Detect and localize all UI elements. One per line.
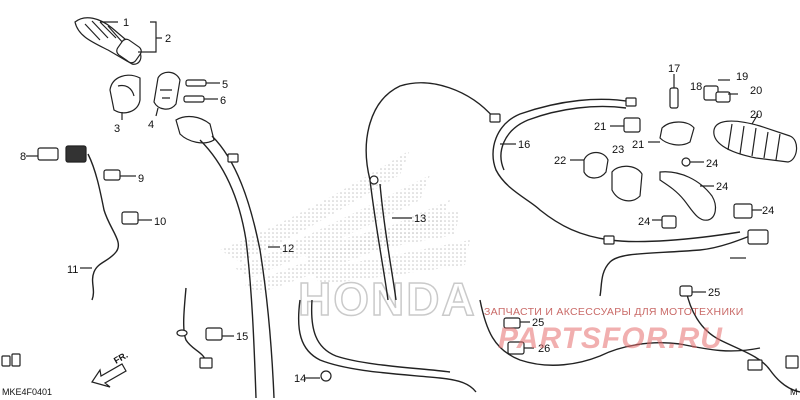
throttle-grip xyxy=(74,17,162,65)
throttle-housing xyxy=(109,74,141,120)
callout-3: 13 xyxy=(414,213,426,225)
callout-8: 16 xyxy=(518,139,530,151)
diagram-code: MKE4F0401 xyxy=(2,387,52,397)
callout-6: 11 xyxy=(67,264,78,276)
housing-cover xyxy=(153,71,220,117)
callout-20a: 19 xyxy=(736,71,748,83)
callout-5: 8 xyxy=(20,151,26,163)
honda-wing-watermark xyxy=(220,150,470,293)
callout-1: 14 xyxy=(294,373,306,385)
callout-23: 24 xyxy=(706,158,718,170)
callout-2: 12 xyxy=(282,243,294,255)
callout-24c: 24 xyxy=(638,216,650,228)
callout-11: 20 xyxy=(750,109,762,121)
callout-12: 4 xyxy=(148,119,154,131)
callout-14: 21 xyxy=(632,139,644,151)
callout-24d: 24 xyxy=(762,205,774,217)
throttle-cables xyxy=(175,115,280,399)
front-direction-arrow: FR. xyxy=(91,350,130,388)
callout-labels: 1 2 3 4 5 6 8 9 10 11 12 13 14 15 16 17 … xyxy=(20,17,774,385)
honda-watermark-text: HONDA xyxy=(298,273,477,325)
part-8-cable xyxy=(492,97,741,245)
callout-9: 2 xyxy=(165,33,171,45)
callout-15: 18 xyxy=(690,81,702,93)
right-cable-harness xyxy=(479,229,800,393)
callout-19: 21 xyxy=(594,121,606,133)
connector-bottom-left xyxy=(1,353,21,367)
callout-20b: 20 xyxy=(750,85,762,97)
clutch-cable xyxy=(297,82,501,393)
callout-25b: 26 xyxy=(538,343,550,355)
callout-4: 25 xyxy=(708,287,720,299)
left-grip xyxy=(713,113,798,163)
callout-10: 1 xyxy=(123,17,129,29)
callout-25a: 25 xyxy=(532,317,544,329)
left-switch-and-cable xyxy=(26,145,152,301)
callout-26: 15 xyxy=(236,331,248,343)
clamps-25 xyxy=(503,317,534,355)
clutch-lever-assembly xyxy=(570,74,762,229)
callout-17: 24 xyxy=(716,181,728,193)
callout-13: 3 xyxy=(114,123,120,135)
callout-16: 23 xyxy=(612,144,624,156)
callout-21b: 6 xyxy=(220,95,226,107)
callout-18: 22 xyxy=(554,155,566,167)
connector-26 xyxy=(176,287,234,369)
front-label: FR. xyxy=(112,350,130,366)
callout-22: 17 xyxy=(668,63,680,75)
shop-watermark-text: ЗАПЧАСТИ И АКСЕССУАРЫ ДЛЯ МОТОТЕХНИКИ xyxy=(484,306,744,318)
callout-21a: 5 xyxy=(222,79,228,91)
callout-24b: 10 xyxy=(154,216,166,228)
shop-watermark-brand: PARTSFOR.RU xyxy=(498,322,723,355)
callout-24a: 9 xyxy=(138,173,144,185)
edge-letter: M xyxy=(790,387,798,397)
